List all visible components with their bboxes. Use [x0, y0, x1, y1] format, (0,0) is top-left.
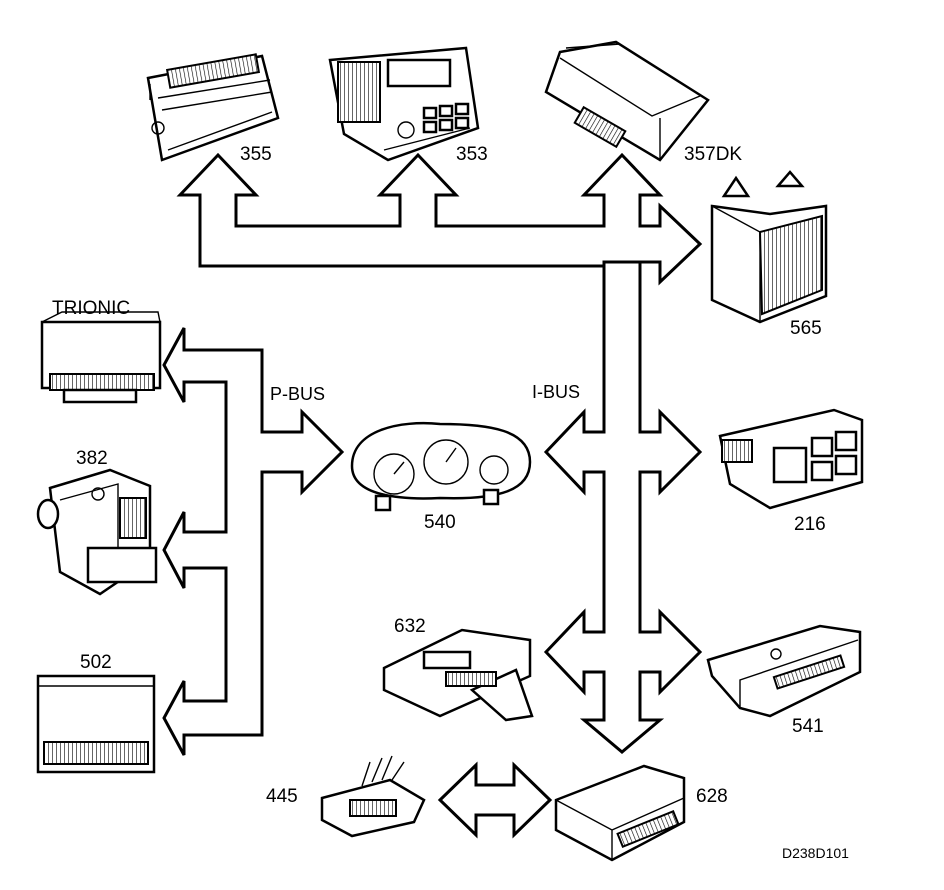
module-382	[36, 468, 158, 596]
module-353	[328, 46, 480, 162]
label-353: 353	[456, 144, 488, 165]
i-bus-trunk	[543, 260, 703, 754]
label-541: 541	[792, 716, 824, 737]
module-541	[706, 624, 862, 718]
label-216: 216	[794, 514, 826, 535]
i-bus-top-branch	[176, 152, 703, 286]
label-502: 502	[80, 652, 112, 673]
module-445-diag-connector	[320, 755, 426, 838]
label-628: 628	[696, 786, 728, 807]
figure-reference: D238D101	[782, 845, 849, 861]
p-bus-arrows	[162, 327, 345, 756]
label-565: 565	[790, 318, 822, 339]
module-540-instrument-cluster	[350, 421, 532, 512]
module-632	[382, 628, 534, 722]
label-357dk: 357DK	[684, 144, 742, 165]
label-355: 355	[240, 144, 272, 165]
diag-connector-arrow	[437, 761, 553, 839]
label-i-bus: I-BUS	[532, 382, 580, 402]
label-382: 382	[76, 448, 108, 469]
label-trionic: TRIONIC	[52, 298, 130, 319]
module-502	[36, 674, 156, 774]
module-565	[710, 170, 828, 324]
module-trionic	[40, 311, 162, 404]
i-bus-arrows	[176, 152, 703, 754]
module-216	[718, 408, 864, 510]
module-357dk	[544, 40, 710, 162]
module-628	[554, 764, 686, 862]
p-bus-trunk	[162, 327, 345, 756]
label-445: 445	[266, 786, 298, 807]
label-p-bus: P-BUS	[270, 384, 325, 404]
module-355	[146, 53, 280, 162]
label-632: 632	[394, 616, 426, 637]
label-540: 540	[424, 512, 456, 533]
